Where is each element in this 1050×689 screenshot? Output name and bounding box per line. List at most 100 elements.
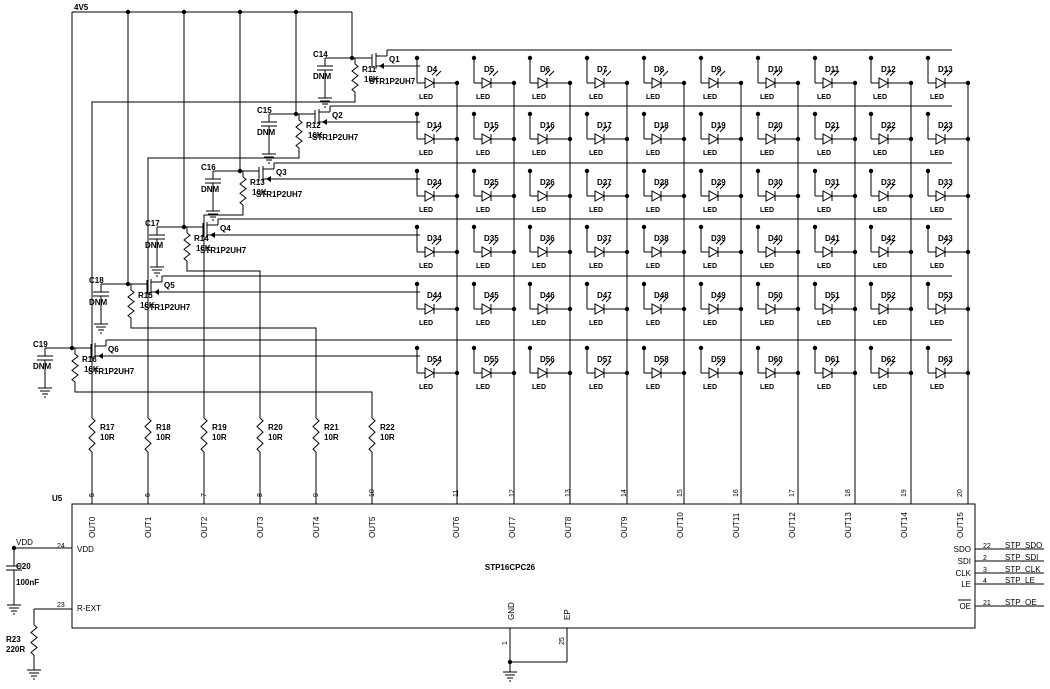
mosfet-part: STR1P2UH7 [256,190,303,199]
led-triangle [651,133,663,145]
junction-dot [527,55,533,61]
led-ray [715,182,722,189]
resistor [30,624,38,656]
capacitor-ref: C18 [89,276,104,285]
led-triangle [708,246,720,258]
pin-number: 9 [313,493,320,497]
led-icon [871,182,911,202]
led-icon [701,295,741,315]
capacitor-ref: C19 [33,340,48,349]
led-triangle [651,190,663,202]
resistor-value: 10K [364,75,379,84]
led-ray [946,183,953,190]
pin-name: OUT14 [900,512,909,538]
junction-dot [812,55,818,61]
led-ref: D4 [427,65,438,74]
led-value: LED [646,150,660,157]
led-ref: D35 [484,234,499,243]
led-ref: D29 [711,178,726,187]
junction-dot [812,224,818,230]
led-ray [719,183,726,190]
led-ref: D23 [938,121,953,130]
led-icon [701,359,741,379]
led-ray [829,295,836,302]
led-ray [658,182,665,189]
resistor-value: 10R [324,433,339,442]
led-value: LED [532,207,546,214]
junction-dot [755,111,761,117]
capacitor-note: DNM [201,185,220,194]
led-ray [833,360,840,367]
pin-name: OUT7 [508,516,517,538]
led-value: LED [532,263,546,270]
led-value: LED [703,320,717,327]
junction-dot [868,111,874,117]
led-icon [928,69,968,89]
junction-dot [812,168,818,174]
led-triangle [878,246,890,258]
led-ray [829,359,836,366]
junction-dot [641,168,647,174]
led-ray [488,359,495,366]
led-ray [776,239,783,246]
led-icon [530,125,570,145]
led-icon [758,295,798,315]
led-value: LED [419,150,433,157]
led-value: LED [760,384,774,391]
resistor-value: 10K [140,301,155,310]
led-triangle [481,303,493,315]
led-ray [492,126,499,133]
led-value: LED [873,384,887,391]
led-value: LED [589,150,603,157]
led-icon [815,125,855,145]
led-triangle [424,367,436,379]
led-value: LED [646,320,660,327]
mosfet-ref: Q6 [108,345,119,354]
led-value: LED [646,384,660,391]
pin-number: 7 [201,493,208,497]
mosfet-ref: Q5 [164,281,175,290]
led-ray [544,359,551,366]
led-ray [776,360,783,367]
led-triangle [765,190,777,202]
resistor-ref: R18 [156,423,171,432]
pin-name: OUT15 [956,512,965,538]
pin-number: 4 [983,578,987,585]
led-ray [435,183,442,190]
led-icon [530,182,570,202]
led-ref: D30 [768,178,783,187]
led-icon [871,359,911,379]
led-triangle [594,77,606,89]
led-triangle [537,246,549,258]
led-ray [833,126,840,133]
junction-dot [698,168,704,174]
led-ref: D32 [881,178,896,187]
led-value: LED [703,207,717,214]
capacitor-note: DNM [89,298,108,307]
led-value: LED [646,207,660,214]
led-ref: D17 [597,121,612,130]
led-ray [544,69,551,76]
led-triangle [822,77,834,89]
led-ref: D27 [597,178,612,187]
led-ray [431,125,438,132]
led-triangle [594,133,606,145]
junction-dot [868,345,874,351]
led-ray [889,126,896,133]
junction-dot [698,345,704,351]
gate-net [74,382,373,418]
led-triangle [424,133,436,145]
gate-net [130,318,317,418]
led-ray [946,239,953,246]
resistor-value: 10K [196,244,211,253]
led-value: LED [476,207,490,214]
led-ray [544,238,551,245]
led-ray [776,296,783,303]
led-value: LED [589,384,603,391]
net-label: STP_OE [1005,598,1037,607]
led-ray [548,183,555,190]
led-ray [601,69,608,76]
led-triangle [481,77,493,89]
led-icon [417,238,457,258]
